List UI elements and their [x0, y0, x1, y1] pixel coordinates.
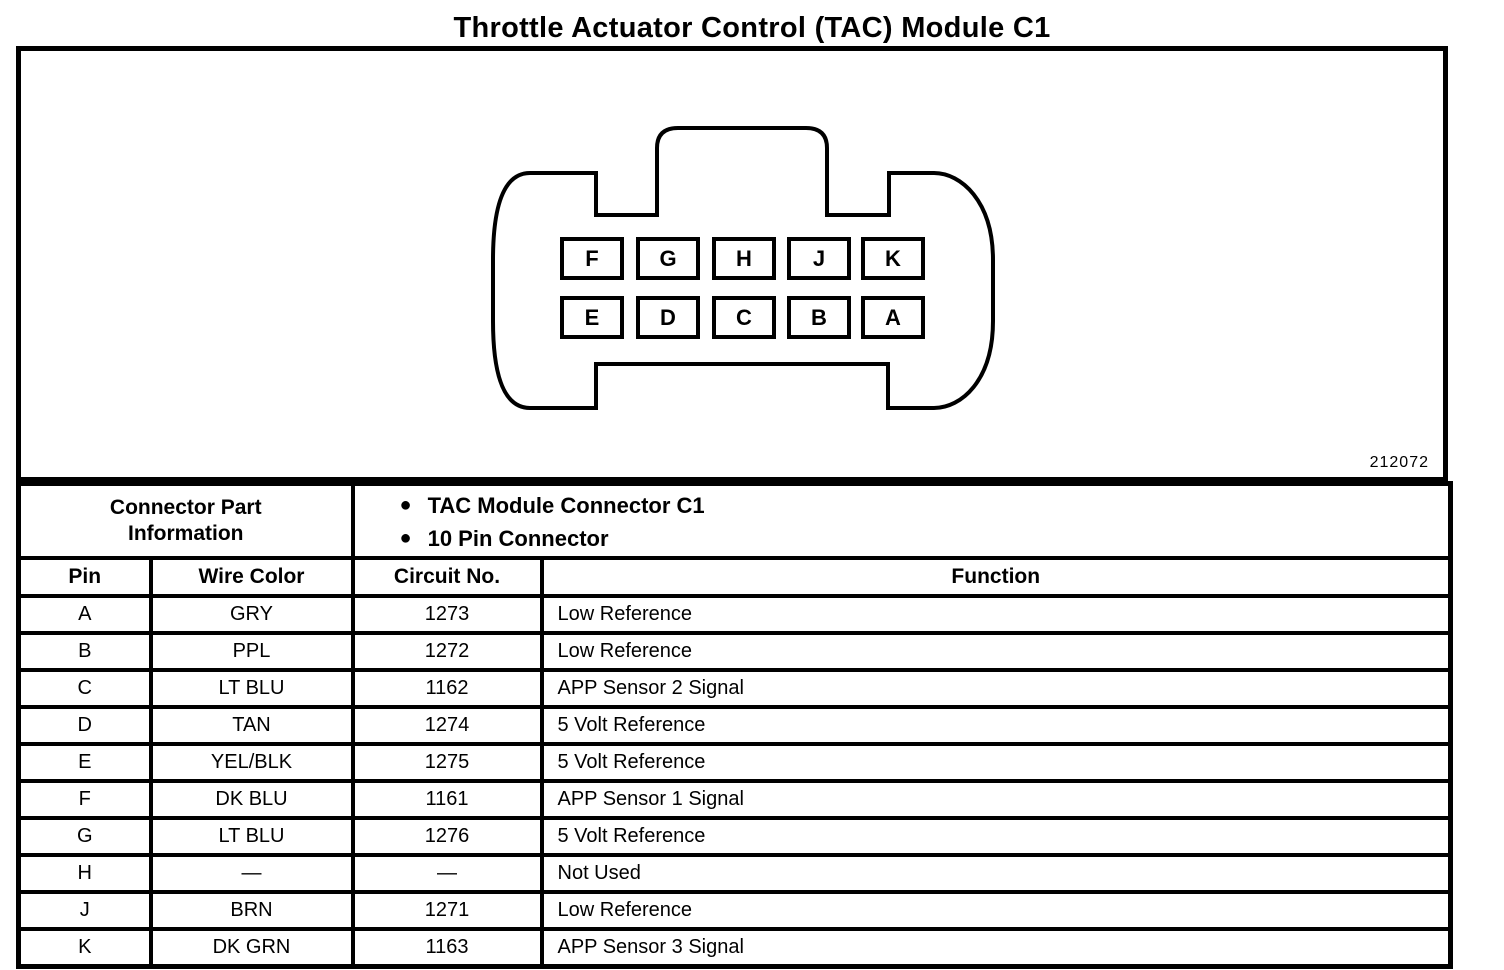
- pin-label: J: [812, 245, 826, 271]
- wire-color-cell: DK BLU: [148, 779, 355, 820]
- pin-cavity-H: H: [712, 237, 776, 280]
- circuit-cell: 1272: [350, 631, 544, 672]
- bullet-icon: ●: [399, 527, 412, 549]
- wire-color-cell: —: [148, 853, 355, 894]
- circuit-cell: 1275: [350, 742, 544, 783]
- connector-description-text: TAC Module Connector C1: [427, 493, 705, 518]
- pin-cavity-K: K: [861, 237, 925, 280]
- wire-color-cell: PPL: [148, 631, 355, 672]
- pin-label: H: [736, 245, 752, 271]
- bullet-icon: ●: [399, 494, 412, 516]
- pin-cell: J: [16, 890, 153, 931]
- connector-part-information-label: Connector Part Information: [109, 496, 262, 545]
- table-row: E YEL/BLK 1275 5 Volt Reference: [16, 742, 1453, 783]
- pin-label: K: [885, 245, 901, 271]
- pin-label: D: [660, 304, 676, 330]
- table-row: J BRN 1271 Low Reference: [16, 890, 1453, 931]
- function-cell: APP Sensor 3 Signal: [539, 927, 1453, 969]
- column-header-circuit-no: Circuit No.: [350, 556, 544, 598]
- pin-cell: F: [16, 779, 153, 820]
- pin-cell: E: [16, 742, 153, 783]
- wire-color-cell: DK GRN: [148, 927, 355, 969]
- pin-label: C: [736, 304, 752, 330]
- table-row: C LT BLU 1162 APP Sensor 2 Signal: [16, 668, 1453, 709]
- pin-cavity-C: C: [712, 296, 776, 339]
- connector-description-cell: ● TAC Module Connector C1 ● 10 Pin Connect…: [350, 481, 1453, 560]
- function-cell: Low Reference: [539, 890, 1453, 931]
- pin-cell: K: [16, 927, 153, 969]
- pin-label: E: [584, 304, 600, 330]
- pin-label: G: [659, 245, 677, 271]
- connector-diagram-panel: F G H J K E D C B A 212072: [16, 46, 1448, 482]
- pin-cavity-A: A: [861, 296, 925, 339]
- wire-color-cell: TAN: [148, 705, 355, 746]
- circuit-cell: 1163: [350, 927, 544, 969]
- function-cell: 5 Volt Reference: [539, 816, 1453, 857]
- pin-cell: C: [16, 668, 153, 709]
- pin-cavity-F: F: [560, 237, 624, 280]
- function-cell: 5 Volt Reference: [539, 742, 1453, 783]
- function-cell: 5 Volt Reference: [539, 705, 1453, 746]
- function-cell: Low Reference: [539, 594, 1453, 635]
- circuit-cell: —: [350, 853, 544, 894]
- pin-cavity-G: G: [636, 237, 700, 280]
- pinout-table: Connector Part Information ● TAC Module C…: [16, 481, 1453, 969]
- table-row: G LT BLU 1276 5 Volt Reference: [16, 816, 1453, 857]
- circuit-cell: 1271: [350, 890, 544, 931]
- pin-label: F: [585, 245, 599, 271]
- table-row: K DK GRN 1163 APP Sensor 3 Signal: [16, 927, 1453, 969]
- table-row: F DK BLU 1161 APP Sensor 1 Signal: [16, 779, 1453, 820]
- pin-cell: A: [16, 594, 153, 635]
- pin-label: B: [811, 304, 827, 330]
- wire-color-cell: GRY: [148, 594, 355, 635]
- pin-cavity-E: E: [560, 296, 624, 339]
- function-cell: APP Sensor 1 Signal: [539, 779, 1453, 820]
- circuit-cell: 1162: [350, 668, 544, 709]
- pin-cell: G: [16, 816, 153, 857]
- column-header-wire-color: Wire Color: [148, 556, 355, 598]
- wire-color-cell: YEL/BLK: [148, 742, 355, 783]
- circuit-cell: 1273: [350, 594, 544, 635]
- page-title: Throttle Actuator Control (TAC) Module C…: [453, 12, 1051, 44]
- table-row: A GRY 1273 Low Reference: [16, 594, 1453, 635]
- function-cell: APP Sensor 2 Signal: [539, 668, 1453, 709]
- function-cell: Low Reference: [539, 631, 1453, 672]
- column-header-function: Function: [539, 556, 1453, 598]
- connector-description-text: 10 Pin Connector: [427, 526, 609, 551]
- function-cell: Not Used: [539, 853, 1453, 894]
- circuit-cell: 1161: [350, 779, 544, 820]
- figure-number: 212072: [1369, 454, 1429, 471]
- pin-cell: D: [16, 705, 153, 746]
- connector-info-row: Connector Part Information ● TAC Module C…: [16, 481, 1453, 560]
- circuit-cell: 1274: [350, 705, 544, 746]
- table-row: H — — Not Used: [16, 853, 1453, 894]
- pin-cavity-J: J: [787, 237, 851, 280]
- pin-cavity-D: D: [636, 296, 700, 339]
- table-row: B PPL 1272 Low Reference: [16, 631, 1453, 672]
- list-item: ● 10 Pin Connector: [399, 522, 1447, 554]
- connector-part-information-cell: Connector Part Information: [16, 481, 355, 560]
- column-header-pin: Pin: [16, 556, 153, 598]
- pin-cell: B: [16, 631, 153, 672]
- wire-color-cell: LT BLU: [148, 668, 355, 709]
- pin-label: A: [885, 304, 901, 330]
- connector-description-list: ● TAC Module Connector C1 ● 10 Pin Connect…: [357, 489, 1447, 554]
- wire-color-cell: BRN: [148, 890, 355, 931]
- circuit-cell: 1276: [350, 816, 544, 857]
- table-row: D TAN 1274 5 Volt Reference: [16, 705, 1453, 746]
- pin-cell: H: [16, 853, 153, 894]
- wire-color-cell: LT BLU: [148, 816, 355, 857]
- list-item: ● TAC Module Connector C1: [399, 489, 1447, 522]
- header-row: Pin Wire Color Circuit No. Function: [16, 556, 1453, 598]
- pin-cavity-B: B: [787, 296, 851, 339]
